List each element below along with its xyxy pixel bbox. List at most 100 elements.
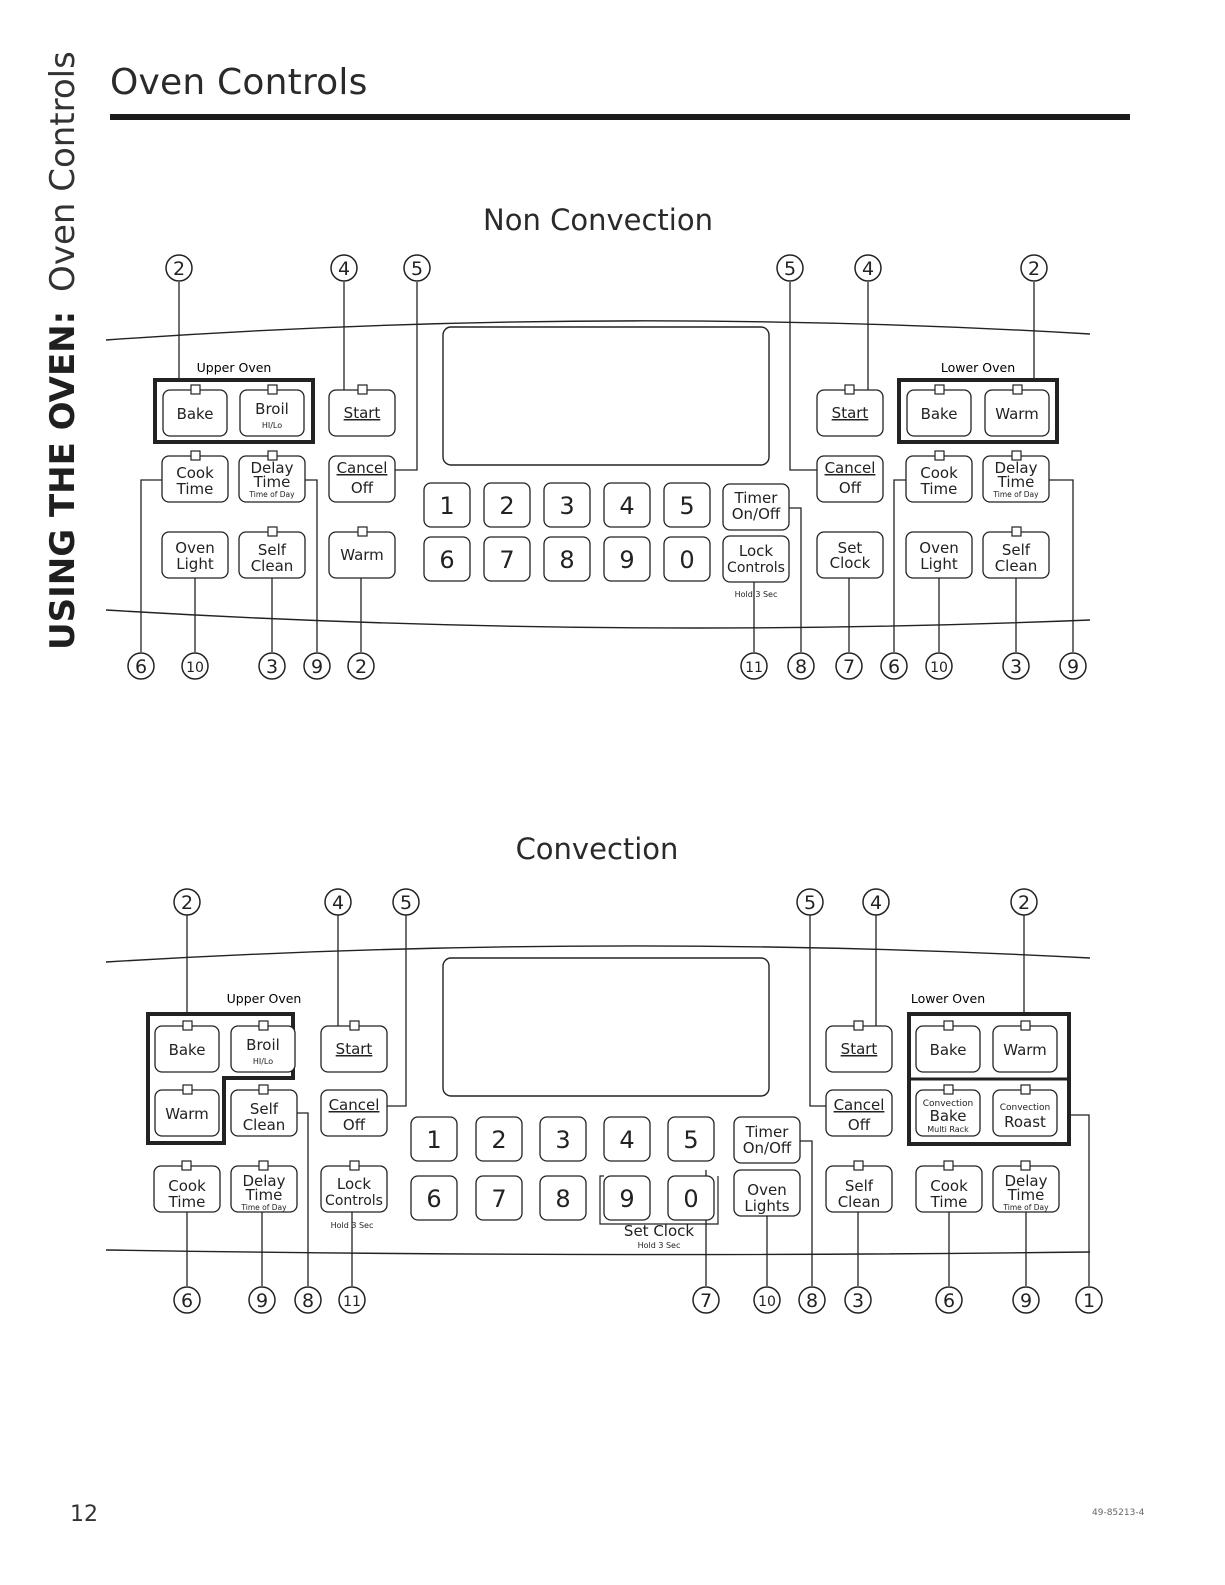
lock-controls-button[interactable]: Lock <box>739 542 774 560</box>
lower-oven-label: Lower Oven <box>911 991 985 1006</box>
callout-top-lower-mode: 2 <box>1018 892 1030 914</box>
numpad-key[interactable]: 0 <box>679 546 694 574</box>
callout-bottom: 10 <box>758 1294 776 1310</box>
numpad-key[interactable]: 4 <box>619 492 634 520</box>
lower-self-clean-button[interactable]: Self <box>845 1177 874 1195</box>
numpad-key[interactable]: 4 <box>619 1126 634 1154</box>
set-clock-hold-label: Hold 3 Sec <box>638 1241 681 1250</box>
lower-time-of-day-label: Time of Day <box>1002 1203 1049 1212</box>
lower-cook-time-button[interactable]: Cook <box>920 464 958 482</box>
lower-delay-time-button[interactable]: Delay <box>994 459 1037 477</box>
self-clean-label: Clean <box>243 1116 286 1134</box>
lower-delay-time-button[interactable]: Delay <box>1004 1172 1047 1190</box>
lower-cancel-button[interactable]: Cancel <box>825 459 876 477</box>
callout-top-lower-cancel: 5 <box>784 258 796 280</box>
document-code: 49-85213-4 <box>1092 1508 1145 1518</box>
timer-button[interactable]: Timer <box>745 1123 790 1141</box>
cook-time-label: Time <box>168 1193 206 1211</box>
numpad-key[interactable]: 6 <box>439 546 454 574</box>
lower-self-clean-label: Clean <box>838 1193 881 1211</box>
numpad-key[interactable]: 2 <box>491 1126 506 1154</box>
delay-time-button[interactable]: Delay <box>242 1172 285 1190</box>
lower-bake-button[interactable]: Bake <box>930 1041 967 1059</box>
lock-controls-button[interactable]: Lock <box>337 1175 372 1193</box>
numpad-key[interactable]: 7 <box>499 546 514 574</box>
warm-button[interactable]: Warm <box>165 1105 209 1123</box>
numpad-key[interactable]: 5 <box>683 1126 698 1154</box>
lower-start-button[interactable]: Start <box>841 1040 878 1058</box>
numpad-key[interactable]: 3 <box>559 492 574 520</box>
callout-top-upper-start: 4 <box>338 258 350 280</box>
numpad-key[interactable]: 8 <box>555 1185 570 1213</box>
cancel-button[interactable]: Cancel <box>337 459 388 477</box>
hold-3-sec-label: Hold 3 Sec <box>735 590 778 599</box>
self-clean-label: Clean <box>251 557 294 575</box>
callout-bottom: 11 <box>745 660 763 676</box>
numpad-key[interactable]: 6 <box>426 1185 441 1213</box>
lower-cook-time-label: Time <box>920 480 958 498</box>
callout-bottom: 9 <box>1067 656 1079 678</box>
timer-button[interactable]: Timer <box>734 489 779 507</box>
callout-top-upper-cancel: 5 <box>400 892 412 914</box>
oven-light-button[interactable]: Oven <box>175 539 214 557</box>
broil-button[interactable]: Broil <box>246 1036 280 1054</box>
lower-warm-button[interactable]: Warm <box>995 405 1039 423</box>
callout-top-upper-mode: 2 <box>173 258 185 280</box>
cook-time-button[interactable]: Cook <box>176 464 214 482</box>
numpad-key[interactable]: 9 <box>619 1185 634 1213</box>
bake-button[interactable]: Bake <box>177 405 214 423</box>
lower-time-of-day-label: Time of Day <box>992 490 1039 499</box>
numpad-key[interactable]: 8 <box>559 546 574 574</box>
numpad-key[interactable]: 5 <box>679 492 694 520</box>
non-convection-panel: 2 4 5 5 4 2 6 10 3 9 2 11 8 7 6 10 3 9 U… <box>0 0 1225 700</box>
numpad-key[interactable]: 1 <box>426 1126 441 1154</box>
start-button[interactable]: Start <box>344 404 381 422</box>
numpad-key[interactable]: 2 <box>499 492 514 520</box>
callout-bottom: 10 <box>930 660 948 676</box>
set-clock-button[interactable]: Set <box>838 539 863 557</box>
hold-3-sec-label: Hold 3 Sec <box>331 1221 374 1230</box>
convection-panel: 2 4 5 5 4 2 6 9 8 11 7 10 8 3 6 9 1 Uppe… <box>105 888 1103 1314</box>
numpad-key[interactable]: 3 <box>555 1126 570 1154</box>
svg-text:USING THE OVEN: Oven Con: USING THE OVEN: Oven Controls <box>43 51 83 650</box>
callout-bottom: 6 <box>181 1290 193 1312</box>
lower-cook-time-button[interactable]: Cook <box>930 1177 968 1195</box>
cancel-button[interactable]: Cancel <box>329 1096 380 1114</box>
convection-bake-label: Bake <box>930 1107 967 1125</box>
oven-lights-button[interactable]: Oven <box>747 1181 786 1199</box>
broil-button[interactable]: Broil <box>255 400 289 418</box>
off-label: Off <box>343 1116 366 1134</box>
cook-time-button[interactable]: Cook <box>168 1177 206 1195</box>
self-clean-button[interactable]: Self <box>250 1100 279 1118</box>
section-title-non-convection: Non Convection <box>483 203 713 237</box>
callout-bottom: 3 <box>1010 656 1022 678</box>
callout-bottom: 8 <box>795 656 807 678</box>
convection-bake-button[interactable]: Convection <box>923 1099 974 1109</box>
lower-start-button[interactable]: Start <box>832 404 869 422</box>
self-clean-button[interactable]: Self <box>258 541 287 559</box>
lower-warm-button[interactable]: Warm <box>1003 1041 1047 1059</box>
start-button[interactable]: Start <box>336 1040 373 1058</box>
callout-top-lower-start: 4 <box>862 258 874 280</box>
lower-bake-button[interactable]: Bake <box>921 405 958 423</box>
callout-top-lower-start: 4 <box>870 892 882 914</box>
numpad-key[interactable]: 7 <box>491 1185 506 1213</box>
convection-roast-button[interactable]: Convection <box>1000 1103 1051 1113</box>
delay-time-label: Time <box>253 473 291 491</box>
lower-cancel-button[interactable]: Cancel <box>834 1096 885 1114</box>
callout-bottom: 7 <box>700 1290 712 1312</box>
lower-oven-light-button[interactable]: Oven <box>919 539 958 557</box>
lower-oven-label: Lower Oven <box>941 360 1015 375</box>
callout-top-upper-mode: 2 <box>181 892 193 914</box>
delay-time-button[interactable]: Delay <box>250 459 293 477</box>
sidebar-title: USING THE OVEN: Oven Controls <box>8 38 88 658</box>
callout-bottom: 3 <box>852 1290 864 1312</box>
bake-button[interactable]: Bake <box>169 1041 206 1059</box>
lower-self-clean-button[interactable]: Self <box>1002 541 1031 559</box>
numpad-key[interactable]: 0 <box>683 1185 698 1213</box>
callout-bottom: 3 <box>266 656 278 678</box>
numpad-key[interactable]: 1 <box>439 492 454 520</box>
numpad-key[interactable]: 9 <box>619 546 634 574</box>
lower-self-clean-label: Clean <box>995 557 1038 575</box>
warm-button[interactable]: Warm <box>340 546 384 564</box>
